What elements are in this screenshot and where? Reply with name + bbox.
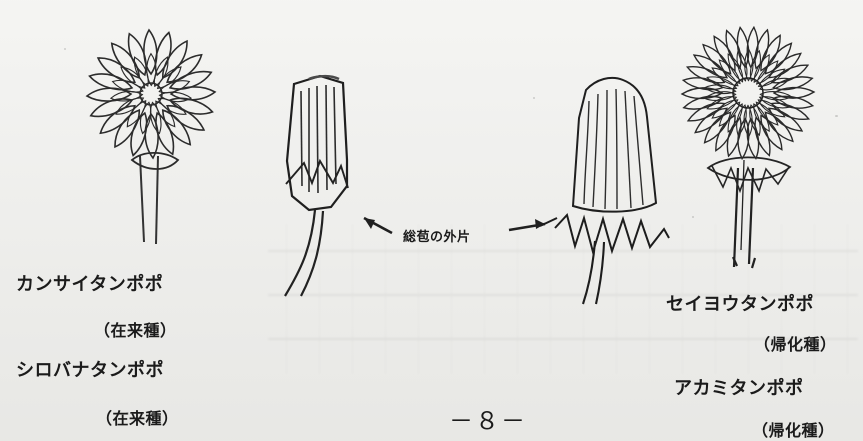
page-number: －８－ xyxy=(449,401,527,436)
kansai-dandelion-flower xyxy=(87,30,215,244)
species-note-shirobana: （在来種） xyxy=(96,405,179,429)
species-name-seiyou: セイヨウタンポポ xyxy=(666,290,814,316)
species-name-kansai: カンサイタンポポ xyxy=(16,270,163,296)
species-name-shirobana: シロバナタンポポ xyxy=(16,356,164,382)
species-name-akami: アカミタンポポ xyxy=(674,374,804,400)
paper-speck xyxy=(835,115,838,117)
species-note-seiyou: （帰化種） xyxy=(754,331,837,355)
species-note-kansai: （在来種） xyxy=(94,317,177,341)
paper-speck xyxy=(692,216,694,218)
paper-speck xyxy=(64,48,66,50)
species-note-akami: （帰化種） xyxy=(752,417,835,441)
involucre-outer-bract-label: 総苞の外片 xyxy=(403,226,471,245)
paper-speck xyxy=(533,97,535,99)
